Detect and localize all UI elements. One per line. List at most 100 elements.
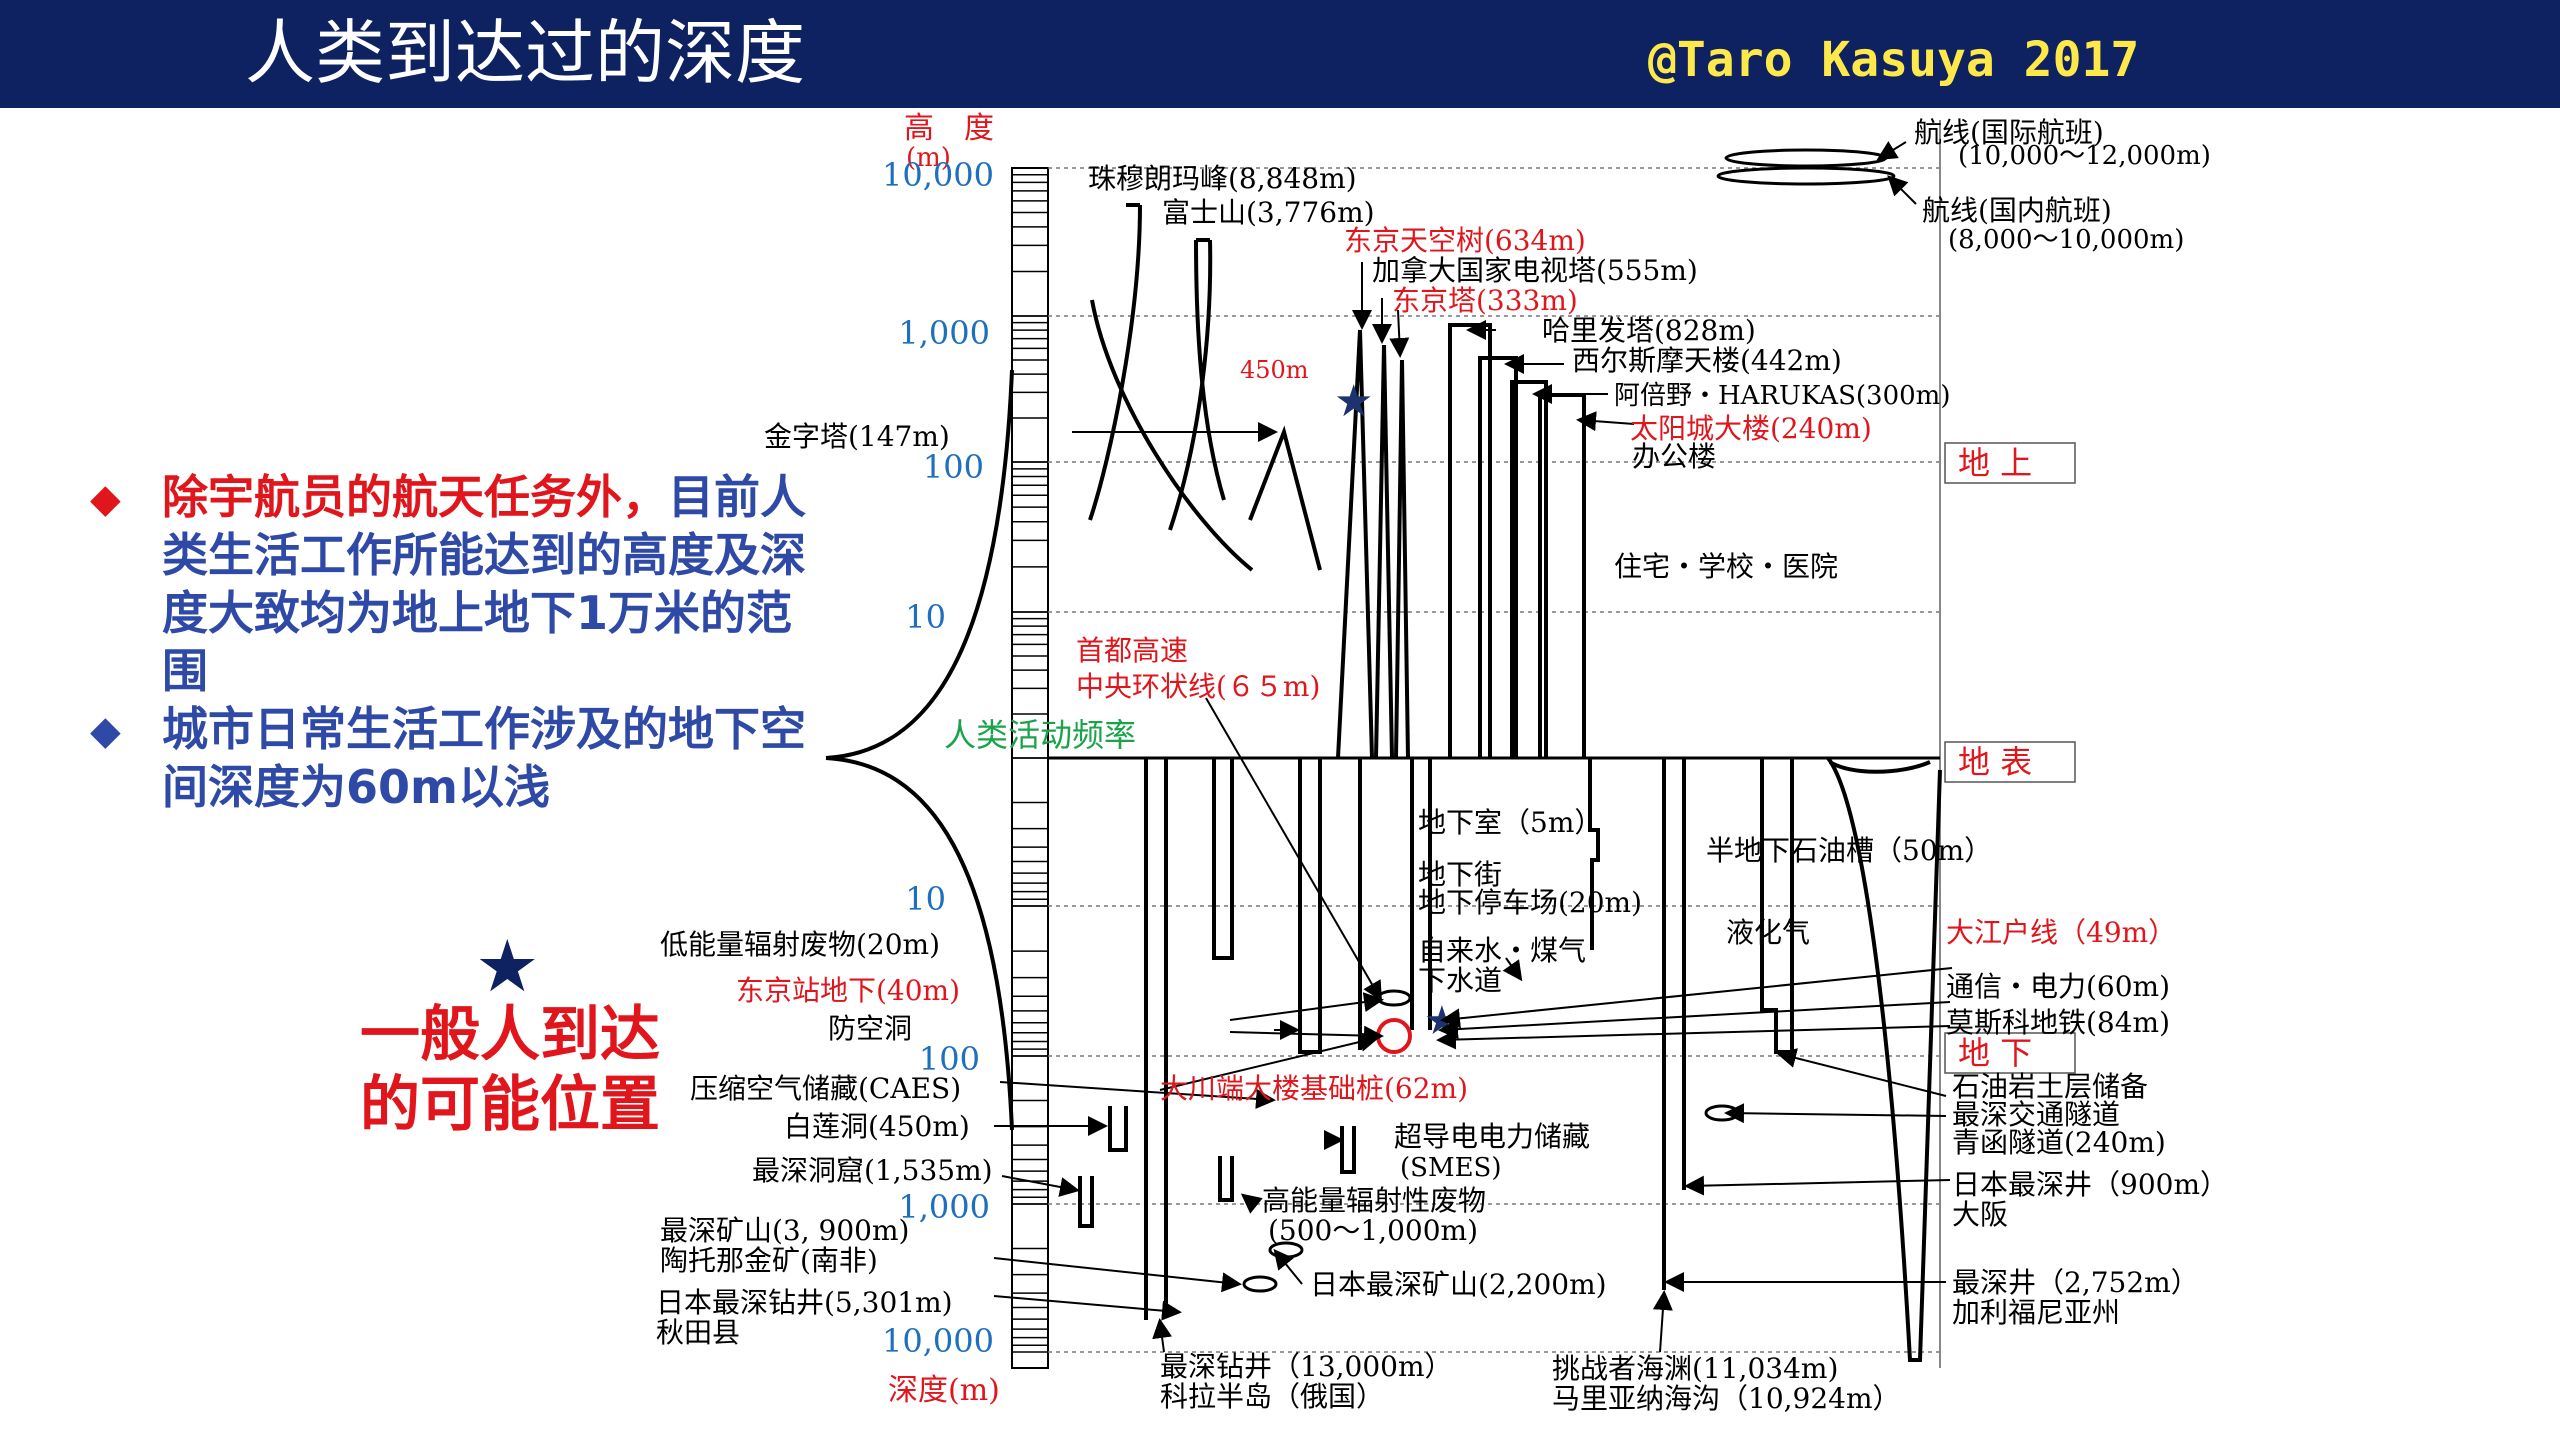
label-high-waste-1: 高能量辐射性废物 — [1262, 1184, 1486, 1217]
label-deepest-well-2: 加利福尼亚州 — [1952, 1296, 2120, 1329]
label-oedo: 大江户线（49m） — [1946, 916, 2176, 949]
label-tokyo-tower: 东京塔(333m) — [1392, 284, 1578, 317]
label-smes-2: (SMES) — [1400, 1153, 1502, 1183]
frequency-label: 人类活动频率 — [944, 716, 1136, 754]
label-seikan: 青函隧道(240m) — [1952, 1126, 2166, 1159]
label-expressway-1: 首都高速 — [1076, 634, 1188, 667]
tick-labels: 10,000 1,000 100 10 10 100 1,000 10,000 — [882, 156, 994, 1360]
general-reach-line-1: 一般人到达 — [360, 1000, 660, 1070]
general-reach-line-2: 的可能位置 — [360, 1070, 660, 1140]
label-deepest-traffic: 最深交通隧道 — [1952, 1098, 2120, 1131]
label-office: 办公楼 — [1632, 440, 1716, 473]
general-reach-label: 一般人到达 的可能位置 — [345, 1000, 675, 1140]
label-tokyo-station: 东京站地下(40m) — [736, 974, 960, 1007]
label-flight-intl-2: (10,000～12,000m) — [1958, 141, 2211, 171]
flight-intl-ellipse — [1724, 148, 1888, 168]
label-challenger-1: 挑战者海渊(11,034m) — [1552, 1352, 1838, 1385]
bullet-1-blue-text: 目前人类生活工作所能达到的高度及深度大致均为地上地下1万米的范围 — [162, 470, 806, 698]
bullet-item-1: ◆ 除宇航员的航天任务外，目前人类生活工作所能达到的高度及深度大致均为地上地下1… — [90, 468, 830, 700]
label-shelter: 防空洞 — [828, 1012, 912, 1045]
label-flight-dom-1: 航线(国内航班) — [1922, 194, 2112, 227]
below-ground-shapes — [1078, 756, 1942, 1362]
star-icon: ★ — [1334, 376, 1373, 427]
label-skytree: 东京天空树(634m) — [1344, 224, 1586, 257]
label-sears: 西尔斯摩天楼(442m) — [1572, 344, 1842, 377]
label-low-waste: 低能量辐射废物(20m) — [660, 928, 940, 961]
zone-above: 地 上 — [1958, 444, 2032, 482]
label-underground-parking: 地下停车场(20m) — [1418, 886, 1642, 919]
label-kola-1: 最深钻井（13,000m） — [1160, 1350, 1453, 1383]
above-labels: 珠穆朗玛峰(8,848m) 富士山(3,776m) 东京天空树(634m) 加拿… — [764, 116, 2211, 703]
zone-surface: 地 表 — [1958, 743, 2032, 781]
bullet-item-2: ◆ 城市日常生活工作涉及的地下空间深度为60m以浅 — [90, 700, 830, 816]
scale-ruler — [1011, 167, 1049, 1369]
label-sunshine: 太阳城大楼(240m) — [1630, 412, 1872, 445]
frequency-curve-down — [825, 756, 1014, 1131]
label-high-waste-2: (500～1,000m) — [1268, 1214, 1478, 1247]
tick-down-10000: 10,000 — [882, 1322, 994, 1360]
label-okawabata: 大川端大楼基础桩(62m) — [1160, 1072, 1468, 1105]
label-japan-mine: 日本最深矿山(2,200m) — [1310, 1268, 1607, 1301]
tick-down-1000: 1,000 — [898, 1188, 990, 1226]
label-comm-power: 通信・电力(60m) — [1946, 970, 2170, 1003]
label-challenger-2: 马里亚纳海沟（10,924m） — [1552, 1382, 1901, 1415]
bullet-1-red-text: 除宇航员的航天任务外， — [162, 470, 668, 524]
frequency-curve-up — [825, 369, 1014, 760]
pointer-arrows — [993, 141, 1953, 1353]
label-basement: 地下室（5m） — [1418, 806, 1602, 839]
tick-up-100: 100 — [923, 448, 984, 486]
diamond-icon: ◆ — [90, 476, 121, 522]
label-cn-tower: 加拿大国家电视塔(555m) — [1372, 254, 1698, 287]
header-bar: 人类到达过的深度 @Taro Kasuya 2017 — [0, 0, 2560, 108]
okawabata-marker — [1376, 1018, 1412, 1054]
label-oil-storage: 石油岩土层储备 — [1952, 1070, 2148, 1103]
zone-below: 地 下 — [1958, 1034, 2032, 1072]
label-housing: 住宅・学校・医院 — [1614, 550, 1838, 583]
label-everest: 珠穆朗玛峰(8,848m) — [1088, 162, 1357, 195]
star-icon: ★ — [475, 924, 540, 1008]
below-labels: 地下室（5m） 地下街 地下停车场(20m) 自来水・煤气 下水道 半地下石油槽… — [656, 806, 2228, 1415]
above-ground-shapes — [1088, 203, 1586, 759]
label-lpg: 液化气 — [1726, 916, 1810, 949]
label-deepest-well-1: 最深井（2,752m） — [1952, 1266, 2199, 1299]
zone-boxes: 地 上 地 表 地 下 — [1944, 442, 2076, 1074]
label-flight-intl-1: 航线(国际航班) — [1914, 116, 2104, 149]
label-fuji: 富士山(3,776m) — [1162, 196, 1375, 229]
tick-up-10: 10 — [905, 598, 946, 636]
bullet-list: ◆ 除宇航员的航天任务外，目前人类生活工作所能达到的高度及深度大致均为地上地下1… — [90, 468, 830, 816]
label-450m: 450m — [1240, 356, 1309, 384]
bullet-2-text: 城市日常生活工作涉及的地下空间深度为60m以浅 — [162, 702, 806, 814]
label-byakuren: 白莲洞(450m) — [784, 1110, 970, 1143]
depth-diagram: 高 度 (m) 深度(m) 10,000 1,000 100 10 10 100… — [656, 111, 2228, 1415]
label-moscow-metro: 莫斯科地铁(84m) — [1946, 1006, 2170, 1039]
depth-axis-label: 深度(m) — [888, 1373, 1000, 1408]
label-japan-drill-1: 日本最深钻井(5,301m) — [656, 1286, 953, 1319]
label-deepest-mine-2: 陶托那金矿(南非) — [660, 1244, 878, 1277]
diamond-icon: ◆ — [90, 708, 121, 754]
label-deepest-cave: 最深洞窟(1,535m) — [752, 1154, 993, 1187]
tick-down-100: 100 — [919, 1040, 980, 1078]
label-japan-well-1: 日本最深井（900m） — [1952, 1168, 2228, 1201]
flight-dom-ellipse — [1716, 166, 1896, 186]
label-pyramid: 金字塔(147m) — [764, 420, 950, 453]
label-japan-well-2: 大阪 — [1952, 1198, 2008, 1231]
label-caes: 压缩空气储藏(CAES) — [690, 1072, 961, 1105]
page-title: 人类到达过的深度 — [245, 12, 805, 94]
star-icon: ★ — [1424, 998, 1460, 1044]
label-semi-oil: 半地下石油槽（50m） — [1706, 834, 1992, 867]
label-flight-dom-2: (8,000～10,000m) — [1948, 225, 2184, 255]
label-japan-drill-2: 秋田县 — [656, 1316, 740, 1349]
label-water-gas: 自来水・煤气 — [1418, 934, 1586, 967]
label-deepest-mine-1: 最深矿山(3, 900m) — [660, 1214, 909, 1247]
label-harukas: 阿倍野・HARUKAS(300m) — [1614, 381, 1950, 411]
label-sewer: 下水道 — [1418, 964, 1502, 997]
credit-text: @Taro Kasuya 2017 — [1648, 32, 2140, 88]
tick-up-10000: 10,000 — [882, 156, 994, 194]
tick-up-1000: 1,000 — [898, 314, 990, 352]
tick-down-10: 10 — [905, 880, 946, 918]
height-axis-label: 高 度 — [904, 111, 994, 146]
label-expressway-2: 中央环状线(６５m) — [1076, 670, 1320, 703]
label-underground-mall: 地下街 — [1418, 858, 1502, 891]
label-burj: 哈里发塔(828m) — [1542, 314, 1756, 347]
label-smes-1: 超导电电力储藏 — [1394, 1120, 1590, 1153]
